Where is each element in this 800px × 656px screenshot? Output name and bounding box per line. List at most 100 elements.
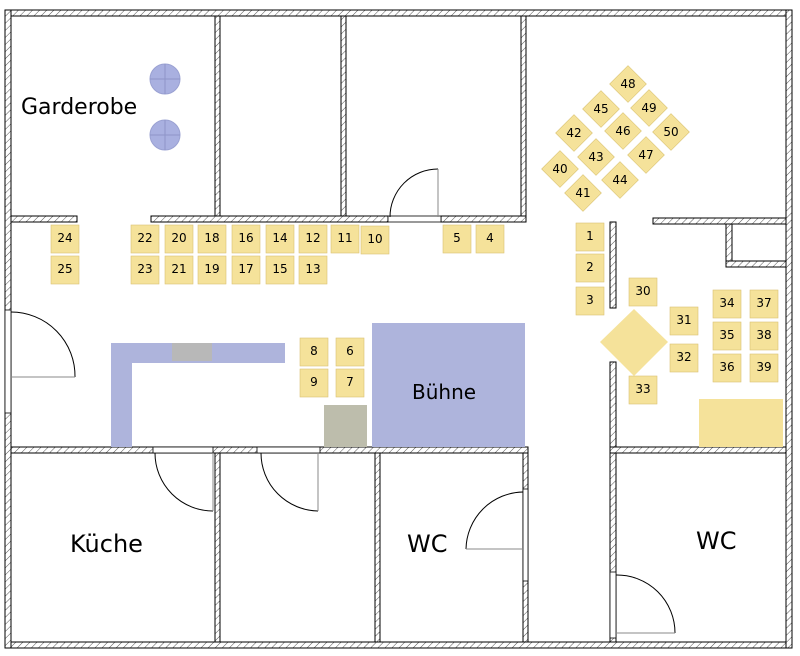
- seat-45[interactable]: 45: [582, 90, 620, 128]
- seat-shape: [749, 289, 779, 319]
- seat-number: 41: [575, 186, 590, 200]
- coat-rack: [149, 119, 181, 151]
- seat-number: 42: [566, 126, 581, 140]
- door[interactable]: [465, 491, 524, 550]
- seat-34[interactable]: 34: [712, 289, 742, 319]
- door[interactable]: [615, 574, 676, 634]
- seat-shape: [360, 225, 390, 255]
- seat-shape: [164, 224, 194, 254]
- seat-number: 34: [719, 296, 734, 310]
- seat-30[interactable]: 30: [628, 277, 658, 307]
- seat-2[interactable]: 2: [575, 253, 605, 283]
- seat-19[interactable]: 19: [197, 255, 227, 285]
- seat-36[interactable]: 36: [712, 353, 742, 383]
- seat-number: 18: [204, 231, 219, 245]
- seat-number: 24: [57, 231, 72, 245]
- seat-7[interactable]: 7: [335, 368, 365, 398]
- seat-shape: [609, 65, 647, 103]
- wall-segment: [440, 215, 527, 223]
- seat-shape: [628, 375, 658, 405]
- seat-number: 39: [756, 360, 771, 374]
- seat-44[interactable]: 44: [601, 161, 639, 199]
- diamond-table: [600, 309, 668, 376]
- seat-4[interactable]: 4: [475, 224, 505, 254]
- seat-number: 10: [367, 232, 382, 246]
- seat-50[interactable]: 50: [652, 113, 690, 151]
- seat-22[interactable]: 22: [130, 224, 160, 254]
- wall-partition: [520, 15, 527, 220]
- seat-39[interactable]: 39: [749, 353, 779, 383]
- seat-5[interactable]: 5: [442, 224, 472, 254]
- wall-partition: [340, 15, 347, 220]
- seat-15[interactable]: 15: [265, 255, 295, 285]
- seat-37[interactable]: 37: [749, 289, 779, 319]
- seat-shape: [265, 255, 295, 285]
- seat-number: 11: [337, 231, 352, 245]
- seat-shape: [130, 224, 160, 254]
- seat-41[interactable]: 41: [564, 174, 602, 212]
- seat-35[interactable]: 35: [712, 321, 742, 351]
- door[interactable]: [389, 168, 439, 218]
- seat-number: 38: [756, 328, 771, 342]
- seat-number: 30: [635, 284, 650, 298]
- seat-number: 17: [238, 262, 253, 276]
- seat-1[interactable]: 1: [575, 222, 605, 252]
- seat-shape: [669, 343, 699, 373]
- seat-17[interactable]: 17: [231, 255, 261, 285]
- seat-number: 15: [272, 262, 287, 276]
- seat-shape: [555, 114, 593, 152]
- seat-number: 45: [593, 102, 608, 116]
- seat-23[interactable]: 23: [130, 255, 160, 285]
- seat-shape: [197, 224, 227, 254]
- seat-12[interactable]: 12: [298, 224, 328, 254]
- seat-number: 43: [588, 150, 603, 164]
- seat-shape: [712, 289, 742, 319]
- seat-21[interactable]: 21: [164, 255, 194, 285]
- coat-rack: [149, 63, 181, 95]
- wall-segment: [652, 217, 787, 225]
- seat-25[interactable]: 25: [50, 255, 80, 285]
- seat-46[interactable]: 46: [604, 112, 642, 150]
- seat-33[interactable]: 33: [628, 375, 658, 405]
- seat-18[interactable]: 18: [197, 224, 227, 254]
- seat-number: 3: [586, 293, 594, 307]
- seat-shape: [231, 224, 261, 254]
- door[interactable]: [10, 311, 76, 378]
- seat-32[interactable]: 32: [669, 343, 699, 373]
- seat-shape: [197, 255, 227, 285]
- seat-number: 44: [612, 173, 627, 187]
- door[interactable]: [154, 452, 214, 512]
- seat-10[interactable]: 10: [360, 225, 390, 255]
- seat-number: 19: [204, 262, 219, 276]
- seat-number: 4: [486, 231, 494, 245]
- seat-14[interactable]: 14: [265, 224, 295, 254]
- seat-49[interactable]: 49: [630, 89, 668, 127]
- seat-11[interactable]: 11: [330, 224, 360, 254]
- seat-42[interactable]: 42: [555, 114, 593, 152]
- seat-number: 6: [346, 344, 354, 358]
- seat-number: 48: [620, 77, 635, 91]
- seat-number: 20: [171, 231, 186, 245]
- door[interactable]: [260, 452, 319, 512]
- seat-40[interactable]: 40: [541, 150, 579, 188]
- wall-partition: [214, 15, 221, 220]
- seat-8[interactable]: 8: [299, 337, 329, 367]
- seat-9[interactable]: 9: [299, 368, 329, 398]
- seat-24[interactable]: 24: [50, 224, 80, 254]
- seat-47[interactable]: 47: [627, 136, 665, 174]
- seat-38[interactable]: 38: [749, 321, 779, 351]
- seat-shape: [50, 255, 80, 285]
- seat-20[interactable]: 20: [164, 224, 194, 254]
- seat-43[interactable]: 43: [577, 138, 615, 176]
- seat-31[interactable]: 31: [669, 306, 699, 336]
- seat-48[interactable]: 48: [609, 65, 647, 103]
- seat-13[interactable]: 13: [298, 255, 328, 285]
- seat-shape: [298, 224, 328, 254]
- sink: [172, 343, 212, 361]
- seat-3[interactable]: 3: [575, 286, 605, 316]
- seat-16[interactable]: 16: [231, 224, 261, 254]
- seat-6[interactable]: 6: [335, 337, 365, 367]
- seat-shape: [299, 337, 329, 367]
- wall-partition: [374, 452, 381, 643]
